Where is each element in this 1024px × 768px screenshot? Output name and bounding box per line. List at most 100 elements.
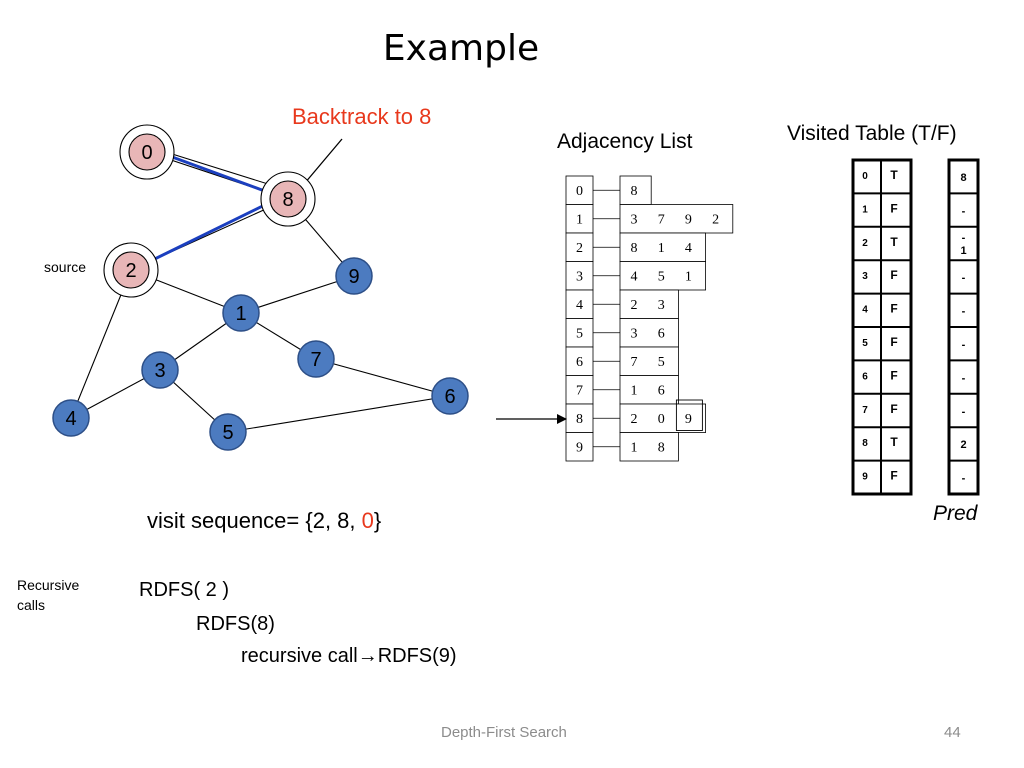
adjacency-neighbor: 7 <box>631 355 638 370</box>
adjacency-neighbor: 9 <box>685 213 692 228</box>
graph-edge <box>152 147 285 190</box>
adjacency-neighbor: 8 <box>658 441 665 456</box>
adjacency-neighbor: 8 <box>631 184 638 199</box>
pred-value: - <box>962 372 966 384</box>
pred-value: 1 <box>960 245 966 257</box>
graph-node: 3 <box>141 351 179 389</box>
graph-node: 9 <box>335 257 373 295</box>
adjacency-vertex: 2 <box>576 241 583 256</box>
adjacency-vertex: 0 <box>576 184 583 199</box>
adjacency-vertex: 5 <box>576 327 583 342</box>
visited-flag: F <box>890 302 897 316</box>
page-number: 44 <box>944 724 961 741</box>
pred-value: 2 <box>960 439 966 451</box>
graph-nodes: 0 8 2 9 1 7 3 6 4 5 <box>52 124 469 451</box>
visited-vertex: 4 <box>862 305 868 316</box>
adjacency-neighbor: 5 <box>658 355 665 370</box>
pred-value: - <box>962 406 966 418</box>
adjacency-vertex: 9 <box>576 441 583 456</box>
adjacency-row: 8 2 0 9 <box>565 399 706 433</box>
adjacency-neighbor: 7 <box>658 213 665 228</box>
visited-flag: F <box>890 368 897 382</box>
traversal-arrows <box>145 151 276 264</box>
adjacency-neighbor: 2 <box>712 213 719 228</box>
graph-node-label: 8 <box>282 189 293 211</box>
visited-vertex: 5 <box>862 338 868 349</box>
adjacency-row: 6 7 5 <box>565 346 679 376</box>
pred-value: - <box>962 205 966 217</box>
visited-flag: F <box>890 268 897 282</box>
adjacency-vertex: 3 <box>576 270 583 285</box>
adjacency-neighbor: 1 <box>658 241 665 256</box>
visit-sequence-prefix: visit sequence= {2, 8, <box>147 508 362 533</box>
graph-node-label: 5 <box>222 422 233 444</box>
adjacency-vertex: 7 <box>576 384 583 399</box>
graph-node: 1 <box>222 294 260 332</box>
traversal-arrow <box>159 151 273 196</box>
adjacency-neighbor: 4 <box>631 270 638 285</box>
footer-text: Depth-First Search <box>441 724 567 741</box>
pred-table: 8--1-----2- <box>947 158 980 496</box>
visited-vertex: 0 <box>862 171 868 182</box>
recursive-call-line: RDFS( 2 ) <box>139 579 229 601</box>
visited-flag: F <box>890 469 897 483</box>
visit-sequence-highlight: 0 <box>361 508 374 533</box>
page-title: Example <box>382 28 540 69</box>
visited-vertex: 3 <box>862 271 868 282</box>
adjacency-neighbor: 2 <box>631 412 638 427</box>
adjacency-neighbor: 1 <box>631 384 638 399</box>
visited-vertex: 2 <box>862 238 868 249</box>
adjacency-neighbor: 1 <box>685 270 692 285</box>
adjacency-row: 3 4 5 1 <box>565 261 706 291</box>
pred-label: Pred <box>933 502 978 525</box>
visited-vertex: 6 <box>862 371 868 382</box>
graph-node-label: 6 <box>444 386 455 408</box>
graph-node: 6 <box>431 377 469 415</box>
adjacency-vertex: 8 <box>576 412 583 427</box>
graph-node: 4 <box>52 399 90 437</box>
recursive-call-line: RDFS(8) <box>196 613 275 635</box>
adjacency-neighbor: 2 <box>631 298 638 313</box>
visited-flag: F <box>890 335 897 349</box>
visited-vertex: 1 <box>862 204 868 215</box>
visited-flag: F <box>890 201 897 215</box>
visited-flag: T <box>890 235 898 249</box>
graph-node: 5 <box>209 413 247 451</box>
adjacency-vertex: 6 <box>576 355 583 370</box>
adjacency-neighbor: 0 <box>658 412 665 427</box>
graph-node: 0 <box>119 124 175 180</box>
adjacency-neighbor: 6 <box>658 327 665 342</box>
graph-edge <box>240 275 355 314</box>
adjacency-list-title: Adjacency List <box>557 130 693 153</box>
graph-node-label: 0 <box>141 142 152 164</box>
pred-value: - <box>962 272 966 284</box>
graph-node: 7 <box>297 340 335 378</box>
visited-vertex: 8 <box>862 438 868 449</box>
graph-node-label: 7 <box>310 349 321 371</box>
adjacency-neighbor: 5 <box>658 270 665 285</box>
visit-sequence: visit sequence= {2, 8, 0} <box>147 508 381 534</box>
graph-node: 2 <box>103 242 159 298</box>
pred-value: - <box>962 473 966 485</box>
visited-vertex: 7 <box>862 405 868 416</box>
pred-value: - <box>962 339 966 351</box>
pred-value: - <box>962 232 966 244</box>
adjacency-neighbor: 9 <box>685 412 692 427</box>
graph-node-label: 9 <box>348 266 359 288</box>
graph-node-label: 4 <box>65 408 76 430</box>
source-label: source <box>44 259 87 275</box>
recursive-calls-label: Recursive calls <box>17 577 80 613</box>
recursive-call-line: recursive call→RDFS(9) <box>241 645 457 667</box>
adjacency-neighbor: 8 <box>631 241 638 256</box>
adjacency-neighbor: 4 <box>685 241 692 256</box>
visited-table-title: Visited Table (T/F) <box>787 122 957 145</box>
pred-value: 8 <box>960 172 966 184</box>
